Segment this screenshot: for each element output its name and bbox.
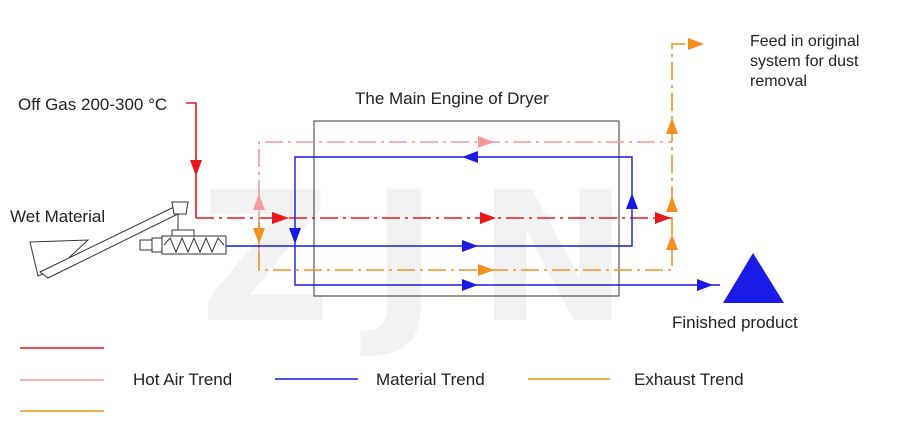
off-gas-label: Off Gas 200-300 °C (18, 95, 167, 114)
watermark: ZJN (200, 154, 668, 363)
hot-air-arrow-1 (272, 212, 289, 224)
exhaust-arrow-top (688, 38, 704, 50)
legend-material-label: Material Trend (376, 370, 485, 389)
hot-air-return-line (258, 141, 672, 260)
exhaust-arrow-right (478, 264, 494, 276)
material-arrow-2 (462, 279, 478, 291)
dryer-main-engine-frame (313, 120, 620, 297)
finished-product-label: Finished product (672, 313, 798, 332)
wet-material-label: Wet Material (10, 207, 105, 226)
hot-air-return-arrow-right (478, 136, 494, 148)
legend-hot-air-label: Hot Air Trend (133, 370, 232, 389)
finished-product-pile (723, 253, 784, 303)
material-arrow-left (462, 151, 478, 163)
main-engine-label: The Main Engine of Dryer (355, 89, 549, 108)
exhaust-arrow-up-2 (666, 196, 678, 212)
material-arrow-down (289, 228, 301, 244)
feed-label-line1: Feed in original (750, 33, 859, 50)
hot-air-arrow-3 (655, 212, 671, 224)
material-arrow-1 (462, 240, 478, 252)
feed-label-line2: system for dust (750, 53, 859, 70)
material-arrow-up (626, 193, 638, 209)
hot-air-inlet-arrow (190, 160, 202, 176)
exhaust-arrow-up-1 (666, 234, 678, 250)
feeder-equipment-icon (29, 201, 227, 279)
hot-air-arrow-2 (480, 212, 496, 224)
feed-label-line3: removal (750, 73, 807, 90)
hot-air-return-arrow-up (253, 194, 265, 210)
hot-air-inlet-line (186, 102, 197, 218)
legend-exhaust-label: Exhaust Trend (634, 370, 744, 389)
material-arrow-3 (697, 279, 713, 291)
exhaust-arrow-up-3 (666, 118, 678, 134)
exhaust-arrow-down (253, 228, 265, 244)
exhaust-line (258, 43, 702, 271)
